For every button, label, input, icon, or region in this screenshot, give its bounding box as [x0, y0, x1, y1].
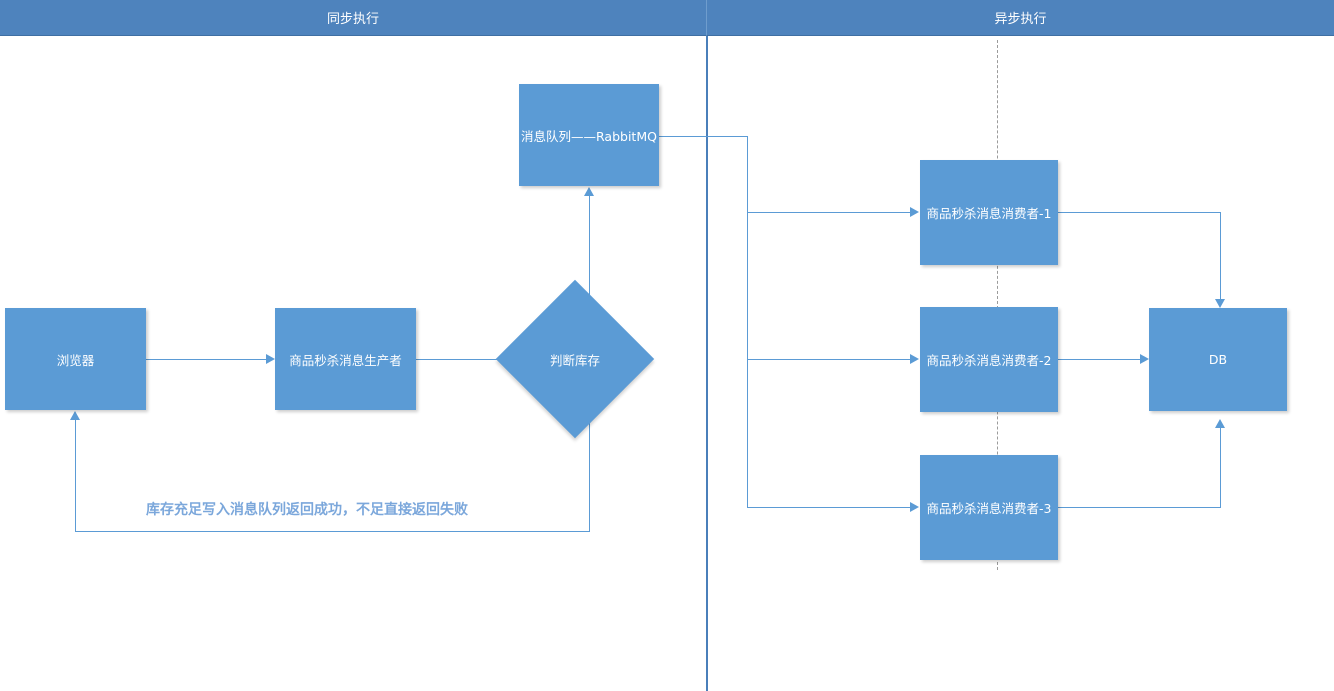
connector-mq-to-consumer1-arrowhead — [910, 207, 919, 217]
connector-mq-to-consumer2-arrowhead — [910, 354, 919, 364]
node-producer[interactable]: 商品秒杀消息生产者 — [275, 308, 416, 410]
connector-consumer3-to-db-line-h — [1058, 507, 1221, 508]
swimlane-divider-solid — [706, 36, 708, 691]
node-consumer-2-label: 商品秒杀消息消费者-2 — [926, 353, 1052, 368]
node-consumer-3[interactable]: 商品秒杀消息消费者-3 — [920, 455, 1058, 560]
connector-consumer2-to-db-arrowhead — [1140, 354, 1149, 364]
connector-consumer1-to-db-arrowhead — [1215, 299, 1225, 308]
node-decision-label: 判断库存 — [549, 352, 600, 368]
connector-consumer1-to-db-line-v — [1220, 212, 1221, 299]
connector-consumer3-to-db-arrowhead — [1215, 419, 1225, 428]
connector-mq-to-consumer2-line — [747, 359, 912, 360]
connector-mq-to-consumer3-line — [747, 507, 912, 508]
node-message-queue-label: 消息队列——RabbitMQ — [521, 128, 657, 144]
swimlane-title-sync: 同步执行 — [326, 12, 379, 27]
connector-return-segment-left — [75, 531, 590, 532]
connector-mq-to-consumer3-arrowhead — [910, 502, 919, 512]
connector-mq-to-consumer1-line — [747, 212, 912, 213]
node-decision-check-inventory[interactable]: 判断库存 — [495, 279, 655, 439]
connector-return-segment-up — [75, 420, 76, 531]
connector-consumer3-to-db-line-v — [1220, 428, 1221, 508]
connector-mq-out-line — [659, 136, 748, 137]
swimlane-header-async: 异步执行 — [706, 0, 1334, 36]
return-path-annotation: 库存充足写入消息队列返回成功，不足直接返回失败 — [146, 502, 468, 518]
node-db-label: DB — [1208, 352, 1228, 367]
connector-consumer2-to-db-line — [1058, 359, 1142, 360]
node-browser[interactable]: 浏览器 — [5, 308, 146, 410]
node-producer-label: 商品秒杀消息生产者 — [289, 352, 402, 368]
swimlane-header-sync: 同步执行 — [0, 0, 706, 36]
swimlane-divider-dashed — [997, 40, 998, 570]
connector-producer-to-decision-line — [416, 359, 511, 360]
node-consumer-3-label: 商品秒杀消息消费者-3 — [926, 501, 1052, 516]
connector-consumer1-to-db-line-h — [1058, 212, 1221, 213]
node-consumer-1[interactable]: 商品秒杀消息消费者-1 — [920, 160, 1058, 265]
connector-return-segment-down — [589, 409, 590, 531]
node-message-queue[interactable]: 消息队列——RabbitMQ — [519, 84, 659, 186]
node-consumer-1-label: 商品秒杀消息消费者-1 — [926, 206, 1052, 221]
node-consumer-2[interactable]: 商品秒杀消息消费者-2 — [920, 307, 1058, 412]
node-db[interactable]: DB — [1149, 308, 1287, 411]
connector-browser-to-producer-line — [146, 359, 268, 360]
connector-decision-to-mq-arrowhead — [584, 187, 594, 196]
node-browser-label: 浏览器 — [56, 352, 95, 368]
swimlane-title-async: 异步执行 — [994, 12, 1047, 27]
connector-return-arrowhead — [70, 411, 80, 420]
connector-browser-to-producer-arrowhead — [266, 354, 275, 364]
connector-decision-to-mq-line — [589, 196, 590, 311]
connector-mq-trunk-vertical — [747, 136, 748, 508]
